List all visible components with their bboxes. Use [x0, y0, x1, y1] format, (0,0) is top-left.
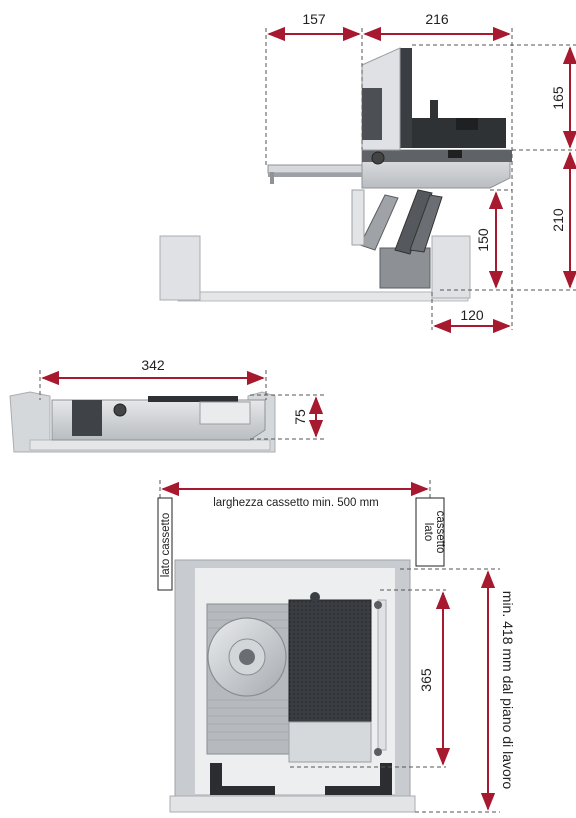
drawer-side-left-label: lato cassetto — [160, 513, 172, 578]
base-depth-label: 120 — [460, 307, 484, 323]
plan-view: larghezza cassetto min. 500 mm lato cass… — [157, 480, 516, 813]
plan-depth-label: 365 — [418, 668, 434, 692]
closed-view: 342 75 — [9, 357, 325, 453]
drawer-side-left-box — [157, 497, 173, 591]
closed-height-label: 75 — [292, 409, 308, 425]
closed-view-guides — [39, 370, 325, 440]
height-top-label: 165 — [550, 86, 566, 110]
front-view: 157 216 165 210 150 120 — [159, 11, 576, 334]
slicer-body-closed — [51, 396, 266, 441]
drawer-side-right-line1: lato — [422, 523, 434, 542]
slicer-body-front — [361, 47, 512, 189]
arm-height-label: 150 — [475, 228, 491, 252]
closed-view-arrows — [41, 370, 324, 438]
front-view-guides — [265, 28, 576, 330]
width-right-label: 216 — [425, 11, 449, 27]
extension-plate — [267, 164, 363, 184]
slicer-body-plan — [206, 592, 387, 763]
front-view-arrows — [267, 26, 576, 334]
width-left-label: 157 — [302, 11, 326, 27]
length-label: 342 — [141, 357, 165, 373]
drawer-width-label: larghezza cassetto min. 500 mm — [213, 497, 379, 509]
drawer-brackets — [210, 763, 392, 795]
worktop-distance-label: min. 418 mm dal piano di lavoro — [500, 591, 516, 790]
drawer-side-right-line2: cassetto — [434, 511, 446, 554]
drawer-side-right-box — [415, 497, 445, 567]
plan-view-arrows — [161, 481, 496, 811]
lift-mechanism — [351, 189, 443, 289]
drawer-tray-front — [159, 235, 471, 302]
height-bottom-label: 210 — [550, 208, 566, 232]
